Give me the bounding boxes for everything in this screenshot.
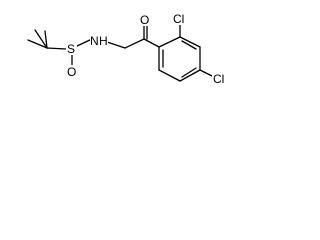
ketone-group — [143, 25, 160, 48]
sulfinyl-oxygen-label: O — [67, 65, 76, 79]
dichlorophenyl-ring — [158, 23, 215, 82]
ring-double-bond-inner-1 — [181, 40, 197, 50]
bond-methyl-1 — [27, 39, 48, 49]
para-chlorine-label: Cl — [213, 72, 224, 86]
bond-methyl-2 — [34, 29, 48, 49]
bond-methylene-carbonyl — [124, 38, 145, 49]
bond-methyl-3 — [44, 30, 48, 49]
sulfur-atom-label: S — [67, 42, 75, 56]
bond-carbonyl-aryl — [143, 38, 160, 48]
ring-bond-2 — [179, 36, 201, 48]
atom-labels: S O N H O Cl Cl — [66, 12, 228, 86]
bond-sulfur-nitrogen — [76, 38, 93, 47]
amine-nitrogen-label: N — [90, 34, 99, 48]
ketone-oxygen-label: O — [140, 13, 149, 27]
ring-bond-4 — [179, 69, 201, 82]
bond-ring-para-chlorine — [199, 69, 215, 78]
ring-bond-1 — [158, 36, 181, 48]
amine-hydrogen-label: H — [99, 34, 108, 48]
ortho-chlorine-label: Cl — [173, 12, 184, 26]
chemical-structure-diagram: S O N H O Cl Cl — [27, 12, 228, 86]
tert-butyl-group — [27, 29, 67, 50]
bond-quaternary-carbon-sulfur — [46, 47, 67, 50]
ring-double-bond-inner-2 — [181, 67, 197, 78]
ring-bond-5 — [158, 69, 181, 82]
